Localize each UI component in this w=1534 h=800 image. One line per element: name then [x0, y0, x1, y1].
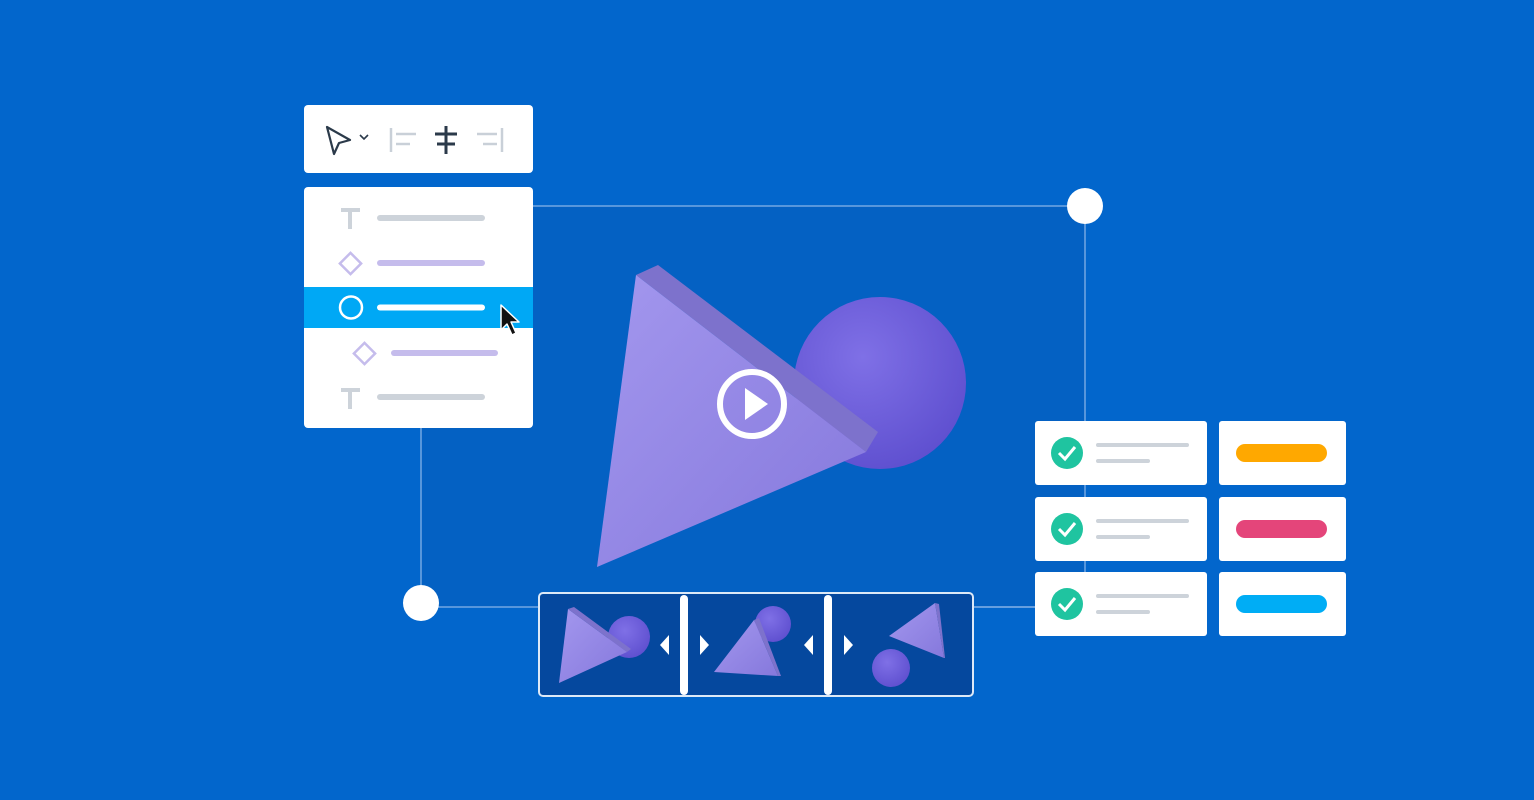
status-pill-pink	[1236, 520, 1327, 538]
layer-row-text[interactable]	[341, 208, 485, 229]
keyframe-divider[interactable]	[680, 595, 688, 695]
resize-handle-bottom-left[interactable]	[403, 585, 439, 621]
keyframe-divider[interactable]	[824, 595, 832, 695]
timeline	[538, 592, 1035, 697]
task-card[interactable]	[1035, 497, 1346, 561]
pointer-arrow-icon[interactable]	[325, 125, 352, 156]
keyframe-left-arrow[interactable]	[804, 635, 813, 655]
check-icon	[1051, 588, 1083, 620]
status-pill-orange	[1236, 444, 1327, 462]
align-right-icon[interactable]	[477, 128, 504, 152]
keyframe-1[interactable]	[559, 607, 650, 683]
check-icon	[1051, 437, 1083, 469]
chevron-down-icon[interactable]	[359, 134, 369, 141]
align-left-icon[interactable]	[389, 128, 416, 152]
keyframe-left-arrow[interactable]	[660, 635, 669, 655]
layer-row-diamond[interactable]	[338, 251, 485, 276]
triangle	[597, 275, 866, 567]
keyframe-2[interactable]	[714, 606, 791, 676]
align-center-icon[interactable]	[435, 126, 457, 154]
text-icon	[341, 388, 360, 409]
circle-icon	[338, 295, 364, 320]
task-card[interactable]	[1035, 421, 1346, 485]
keyframe-right-arrow[interactable]	[700, 635, 709, 655]
check-icon	[1051, 513, 1083, 545]
text-icon	[341, 208, 360, 229]
keyframe-3[interactable]	[872, 603, 945, 687]
diamond-icon	[338, 251, 363, 276]
toolbar	[304, 105, 533, 173]
hero-shapes	[597, 265, 966, 567]
triangle-side	[636, 265, 878, 452]
task-card[interactable]	[1035, 572, 1346, 636]
resize-handle-top-right[interactable]	[1067, 188, 1103, 224]
task-list	[1035, 421, 1346, 636]
layer-row-text[interactable]	[341, 388, 485, 409]
keyframe-right-arrow[interactable]	[844, 635, 853, 655]
layers-panel	[304, 187, 533, 428]
mouse-cursor-icon	[500, 304, 520, 336]
layer-row-diamond-nested[interactable]	[352, 341, 498, 366]
status-pill-blue	[1236, 595, 1327, 613]
diamond-icon	[352, 341, 377, 366]
play-icon[interactable]	[717, 369, 787, 439]
layer-row-circle-selected[interactable]	[304, 287, 533, 328]
